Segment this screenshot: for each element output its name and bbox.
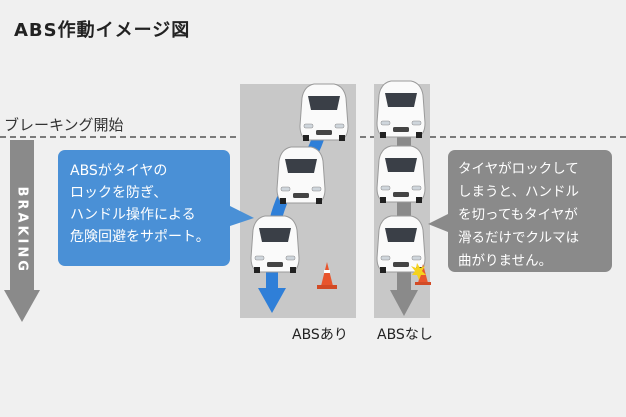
abs-bubble-line: ハンドル操作による: [70, 207, 196, 223]
brake-start-label: ブレーキング開始: [4, 116, 124, 134]
noabs-bubble-line: タイヤがロックして: [458, 161, 579, 177]
lane-label-abs: ABSあり: [292, 327, 348, 343]
cone-abs: [317, 262, 337, 289]
noabs-car-2: [376, 145, 426, 204]
abs-explanation-bubble: ABSがタイヤの ロックを防ぎ、 ハンドル操作による 危険回避をサポート。: [58, 150, 230, 266]
noabs-bubble-pointer: [428, 214, 448, 232]
abs-car-3: [250, 215, 300, 274]
abs-bubble-line: 危険回避をサポート。: [70, 229, 210, 245]
noabs-bubble-line: しまうと、ハンドル: [458, 184, 579, 200]
abs-car-2: [276, 146, 326, 205]
noabs-bubble-line: 滑るだけでクルマは: [458, 230, 580, 246]
braking-arrow: [4, 140, 40, 322]
noabs-arrow-head: [390, 290, 418, 316]
page-title: ABS作動イメージ図: [14, 20, 191, 41]
noabs-bubble-line: 曲がりません。: [458, 253, 553, 269]
abs-bubble-line: ロックを防ぎ、: [70, 185, 168, 201]
noabs-explanation-bubble: タイヤがロックして しまうと、ハンドル を切ってもタイヤが 滑るだけでクルマは …: [448, 150, 612, 272]
lane-label-noabs: ABSなし: [377, 327, 433, 343]
cone-noabs-collision: [411, 263, 431, 285]
abs-car-1: [299, 83, 349, 142]
abs-bubble-pointer: [230, 206, 254, 226]
abs-bubble-line: ABSがタイヤの: [70, 163, 168, 179]
noabs-bubble-line: を切ってもタイヤが: [458, 207, 578, 223]
abs-arrow-head: [258, 288, 286, 313]
noabs-car-1: [376, 80, 426, 139]
